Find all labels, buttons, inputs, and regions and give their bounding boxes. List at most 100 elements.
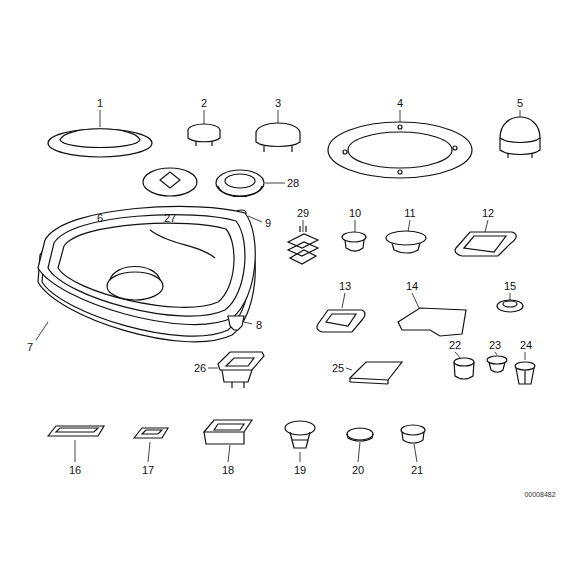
- oval-plug: [464, 236, 506, 252]
- leader-line: [265, 183, 285, 184]
- spring-clip: [288, 226, 318, 264]
- callout-number: 9: [265, 218, 271, 229]
- cap-medium: [256, 123, 300, 147]
- plug-round: [347, 434, 373, 441]
- callout-number: 2: [201, 98, 207, 109]
- clip: [228, 316, 244, 330]
- grommet: [218, 186, 262, 197]
- flat-cover: [387, 380, 388, 384]
- mounting-ring: [348, 132, 452, 168]
- plug-cup: [489, 362, 505, 372]
- cap-medium: [291, 146, 292, 152]
- callout-number: 23: [489, 340, 501, 351]
- cover-bracket: [222, 370, 252, 382]
- callout-number: 28: [287, 178, 299, 189]
- callout-number: 27: [164, 213, 176, 224]
- grommet: [216, 170, 264, 196]
- callout-number: 18: [222, 465, 234, 476]
- plug: [386, 231, 426, 245]
- rect-plug: [56, 428, 98, 432]
- callout-number: 10: [349, 208, 361, 219]
- callout-number: 3: [275, 98, 281, 109]
- plug-cup: [454, 358, 474, 379]
- square-plug: [134, 428, 168, 438]
- clip-plug: [524, 370, 525, 384]
- plug-cup: [454, 362, 474, 379]
- plug: [342, 232, 366, 251]
- mounting-ring: [453, 146, 457, 150]
- oval-plug: [455, 232, 516, 256]
- cover-bracket: [218, 352, 264, 370]
- flat-cover: [350, 362, 402, 380]
- plug-round: [401, 425, 425, 443]
- leader-line: [36, 110, 525, 462]
- callout-number: 26: [194, 363, 206, 374]
- callout-number: 22: [449, 340, 461, 351]
- spring-clip: [288, 242, 318, 256]
- callout-number: 15: [504, 281, 516, 292]
- plug-square: [143, 168, 197, 196]
- callout-number: 14: [406, 281, 418, 292]
- leader-line: [346, 368, 352, 370]
- mounting-ring: [343, 150, 347, 154]
- cover-bracket: [226, 358, 254, 366]
- leader-line: [278, 110, 279, 124]
- dome-cap: [500, 117, 540, 155]
- flat-cover: [350, 382, 388, 384]
- grommet-small: [503, 301, 517, 307]
- shaped-plug: [398, 308, 466, 336]
- mounting-ring: [328, 122, 472, 178]
- dome-cap: [500, 138, 540, 143]
- cap-medium: [263, 146, 264, 152]
- square-plug: [204, 420, 252, 444]
- leader-line: [100, 110, 101, 127]
- callout-number: 12: [482, 208, 494, 219]
- callout-number: 17: [142, 465, 154, 476]
- spring-clip: [305, 226, 306, 232]
- rect-plug: [48, 426, 104, 436]
- cap-small: [195, 141, 196, 146]
- leader-line: [300, 452, 301, 462]
- dome-cap: [500, 117, 540, 158]
- square-plug: [142, 430, 162, 434]
- cap-small: [211, 141, 212, 146]
- drawing-number: 00008482: [524, 491, 555, 498]
- cover-bracket: [231, 382, 232, 388]
- mounting-ring: [328, 122, 472, 178]
- leader-line: [148, 442, 150, 462]
- leader-line: [495, 352, 497, 355]
- callout-number: 24: [520, 340, 532, 351]
- cap-small: [188, 124, 220, 146]
- callout-number: 7: [27, 342, 33, 353]
- grommet-small: [497, 300, 523, 312]
- flat-cover: [350, 362, 402, 384]
- leader-line: [228, 445, 230, 462]
- square-plug: [214, 424, 244, 430]
- callout-number: 11: [404, 208, 415, 219]
- dome-cap: [507, 153, 508, 158]
- oblong-plug: [317, 310, 365, 332]
- leader-line: [36, 322, 48, 340]
- plug-round: [401, 425, 425, 435]
- square-plug: [134, 428, 168, 438]
- callout-number: 5: [517, 98, 523, 109]
- seal: [110, 267, 160, 281]
- grommet: [225, 174, 255, 188]
- clip-plug: [516, 368, 534, 384]
- seal: [58, 223, 234, 307]
- leader-line: [414, 444, 417, 462]
- seal: [107, 272, 163, 300]
- callout-number: 29: [297, 208, 309, 219]
- shaped-plug: [398, 308, 466, 336]
- push-plug: [292, 440, 308, 448]
- plug-round: [347, 428, 373, 440]
- oblong-plug: [317, 310, 365, 332]
- cap-small: [188, 124, 220, 142]
- flat-cover: [349, 378, 350, 382]
- plug: [392, 243, 420, 253]
- grommet-small: [497, 300, 523, 312]
- cover-bracket: [243, 382, 244, 388]
- callout-number: 4: [397, 98, 403, 109]
- plug: [345, 240, 364, 251]
